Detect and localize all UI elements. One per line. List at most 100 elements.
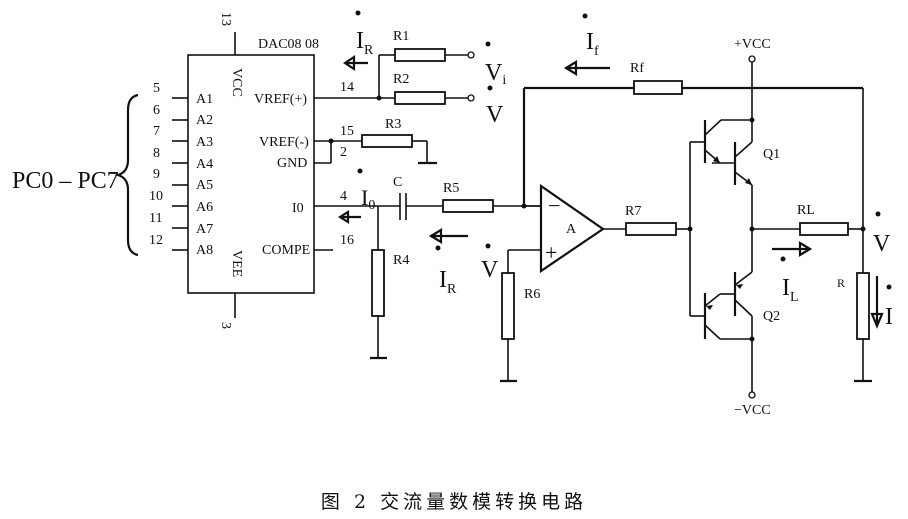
bus-brace [114, 93, 139, 257]
io-label: I0 [361, 185, 375, 213]
io-arrow-icon [337, 210, 361, 224]
i-out-label: I [885, 304, 893, 330]
opamp-label: A [566, 222, 577, 237]
i-arrow-icon [870, 276, 884, 329]
pin-label: A3 [196, 135, 213, 150]
resistor-rf [633, 80, 683, 95]
load-network [752, 222, 872, 383]
compe-label: COMPE [262, 243, 310, 258]
gnd-label: GND [277, 156, 307, 171]
phasor-dot [886, 284, 892, 290]
pin-14-number: 14 [340, 80, 354, 95]
r2-label: R2 [393, 72, 409, 87]
pin-label: A5 [196, 178, 213, 193]
phasor-dot [485, 41, 491, 47]
transistor-q1 [690, 60, 755, 272]
opamp-plus: + [545, 240, 557, 265]
resistor-r2 [394, 91, 446, 105]
r3-label: R3 [385, 117, 401, 132]
pin-number: 10 [149, 189, 163, 204]
pin-4-number: 4 [340, 189, 347, 204]
neg-supply-terminal [748, 391, 756, 399]
dac0808-chip: DAC08 08 13 3 VCC VEE [187, 12, 319, 329]
pin-label: A7 [196, 222, 213, 237]
resistor-r4 [371, 249, 385, 317]
v-out-label: V [873, 231, 891, 257]
transistor-q2 [690, 271, 755, 392]
dac-name: DAC08 08 [258, 37, 319, 52]
pin-number: 6 [153, 103, 160, 118]
if-label: If [586, 29, 599, 59]
rf-label: Rf [630, 61, 644, 76]
il-label: IL [782, 275, 799, 305]
v-ref-label: V [486, 102, 504, 128]
pin-2-number: 2 [340, 145, 347, 160]
pin-number: 7 [153, 124, 160, 139]
if-arrow-icon [563, 60, 610, 76]
vref-minus-label: VREF(-) [259, 135, 309, 150]
r1-label: R1 [393, 29, 409, 44]
rl-label: RL [797, 203, 815, 218]
r4-label: R4 [393, 253, 409, 268]
resistor-rl [799, 222, 849, 236]
neg-supply-label: −VCC [734, 403, 771, 418]
pin-number: 9 [153, 167, 160, 182]
ir-bottom-arrow-icon [428, 228, 468, 244]
figure-caption: 图 2 交流量数模转换电路 [321, 491, 587, 513]
dac-input-pins: 5 6 7 8 9 10 11 12 A1 A2 A3 A4 A5 A6 A7 … [149, 81, 213, 258]
resistor-r [856, 272, 870, 340]
ir-bottom-label: IR [439, 267, 457, 297]
r5-label: R5 [443, 181, 459, 196]
r-label: R [837, 276, 845, 290]
v-plus-label: V [481, 257, 499, 283]
vi-terminal [467, 51, 475, 59]
vcc-label: VCC [229, 68, 244, 97]
pin-number: 8 [153, 146, 160, 161]
vref-plus-label: VREF(+) [254, 92, 307, 107]
phasor-dot [875, 211, 881, 217]
bus-label: PC0 – PC7 [12, 168, 119, 194]
r7-label: R7 [625, 204, 641, 219]
resistor-r3 [361, 134, 413, 148]
pin-number: 11 [149, 211, 162, 226]
c-label: C [393, 175, 402, 190]
pin-label: A2 [196, 113, 213, 128]
phasor-dot [355, 10, 361, 16]
pos-supply-terminal [748, 55, 756, 63]
resistor-r7 [625, 222, 677, 236]
vee-pin-number: 3 [218, 322, 233, 329]
vi-label: Vi [485, 60, 506, 88]
pin-16-number: 16 [340, 233, 354, 248]
feedback-network [521, 80, 864, 229]
r6-network [500, 250, 517, 383]
q2-label: Q2 [763, 309, 780, 324]
pin-label: A1 [196, 92, 213, 107]
pin-label: A8 [196, 243, 213, 258]
q1-label: Q1 [763, 147, 780, 162]
phasor-dot [357, 168, 363, 174]
resistor-r5 [442, 199, 494, 213]
ir-top-label: IR [356, 28, 374, 58]
phasor-dot [780, 256, 786, 262]
pin-number: 12 [149, 233, 163, 248]
il-arrow-icon [772, 241, 813, 257]
phasor-dot [485, 243, 491, 249]
ir-top-arrow-icon [343, 54, 368, 72]
resistor-r6 [501, 272, 515, 340]
io-output-network [314, 193, 541, 360]
vcc-pin-number: 13 [218, 12, 233, 26]
v-terminal [467, 94, 475, 102]
phasor-dot [582, 13, 588, 19]
dac-body [187, 54, 315, 294]
phasor-dot [435, 245, 441, 251]
r7-network [603, 142, 693, 316]
vee-label: VEE [229, 250, 244, 277]
pin-number: 5 [153, 81, 160, 96]
opamp-minus: − [548, 193, 560, 218]
opamp-a [508, 183, 605, 274]
pin-label: A6 [196, 200, 213, 215]
phasor-dot [487, 85, 493, 91]
io-pin-label: I0 [292, 201, 304, 216]
reference-network [314, 48, 475, 105]
